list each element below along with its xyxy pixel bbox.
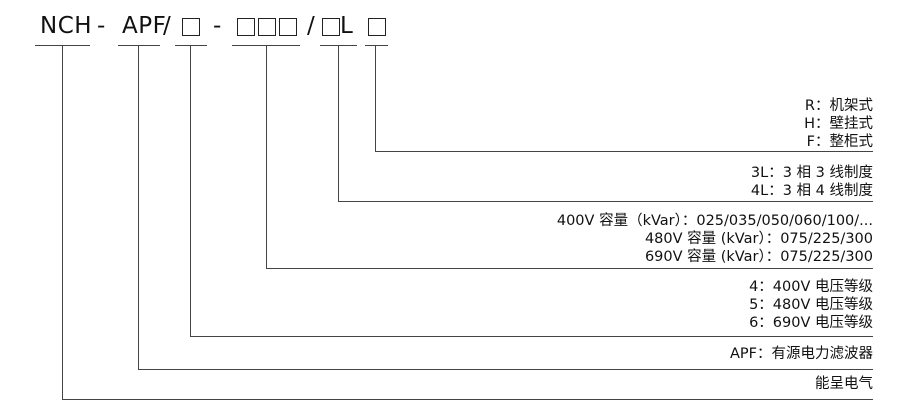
legend-line: APF：有源电力滤波器 (729, 346, 873, 362)
legend-line: 6：690V 电压等级 (749, 315, 873, 331)
capacity-code-box-1 (237, 18, 255, 36)
wiring-legend: 3L：3 相 3 线制度 4L：3 相 4 线制度 (751, 164, 873, 200)
legend-line: 690V 容量 (kVar）：075/225/300 (644, 249, 873, 265)
voltage-code-box (182, 18, 200, 36)
capacity-legend: 400V 容量（kVar）：025/035/050/060/100/... 48… (557, 212, 873, 266)
legend-line: 能呈电气 (815, 376, 873, 392)
code-slash-1: / (163, 13, 172, 39)
install-code-box (368, 18, 386, 36)
code-dash-2: - (213, 13, 222, 39)
legend-line: F：整柜式 (806, 134, 873, 150)
capacity-code-box-2 (258, 18, 276, 36)
legend-line: 480V 容量 (kVar）：075/225/300 (644, 231, 873, 247)
code-slash-2: / (307, 13, 316, 39)
legend-line: R：机架式 (804, 98, 873, 114)
code-dash-1: - (97, 13, 106, 39)
code-prefix: NCH (40, 13, 93, 39)
legend-line: 4：400V 电压等级 (749, 279, 873, 295)
legend-line: 400V 容量（kVar）：025/035/050/060/100/... (556, 213, 873, 229)
install-type-legend: R：机架式 H：壁挂式 F：整柜式 (804, 97, 873, 151)
legend-line: 4L：3 相 4 线制度 (750, 183, 873, 199)
legend-line: 3L：3 相 3 线制度 (750, 165, 873, 181)
product-legend: APF：有源电力滤波器 (730, 345, 873, 363)
brand-legend: 能呈电气 (815, 375, 873, 393)
capacity-code-box-3 (279, 18, 297, 36)
legend-line: H：壁挂式 (804, 116, 873, 132)
code-l-letter: L (340, 13, 354, 39)
wiring-code-box (322, 18, 340, 36)
code-type: APF (122, 13, 167, 39)
legend-line: 5：480V 电压等级 (749, 297, 873, 313)
voltage-legend: 4：400V 电压等级 5：480V 电压等级 6：690V 电压等级 (749, 278, 873, 332)
